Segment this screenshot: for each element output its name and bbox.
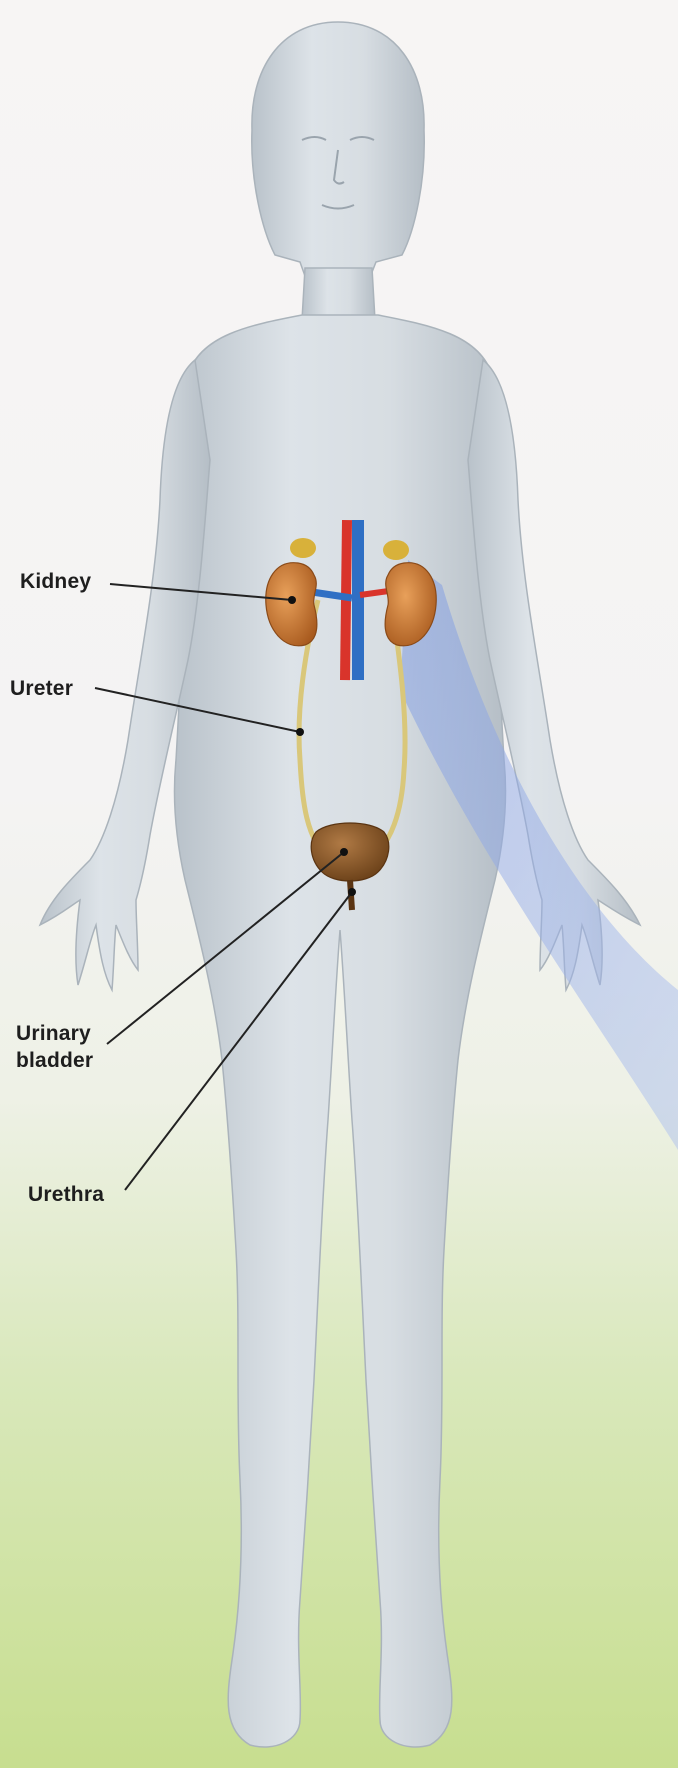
- left-adrenal-gland: [290, 538, 316, 558]
- torso-and-legs: [173, 314, 507, 1748]
- kidney-leader-line: [109, 583, 293, 601]
- highlight-beam: [400, 560, 678, 1150]
- urethra-label: Urethra: [28, 1183, 105, 1206]
- urinary-system: [265, 519, 437, 911]
- urinary-bladder-label-line2: bladder: [16, 1049, 94, 1072]
- urinary-bladder-leader-dot: [340, 848, 348, 856]
- face-features: [301, 136, 375, 210]
- kidney-label: Kidney: [20, 570, 92, 593]
- urinary-bladder-label-line1: Urinary: [16, 1022, 91, 1045]
- renal-vessels-left: [311, 588, 353, 602]
- urinary-bladder-label: Urinary bladder: [16, 1020, 126, 1074]
- left-arm: [38, 358, 211, 993]
- neck: [301, 267, 376, 321]
- ureter-leader-dot: [296, 728, 304, 736]
- ureter-label: Ureter: [10, 677, 74, 700]
- right-adrenal-gland: [383, 540, 409, 560]
- right-kidney: [384, 562, 437, 647]
- leader-endpoints: [288, 596, 356, 896]
- urethra-leader-line: [124, 891, 353, 1191]
- urethra-leader-dot: [348, 888, 356, 896]
- leader-lines: [94, 583, 353, 1191]
- urinary-bladder: [310, 822, 390, 882]
- urinary-bladder-leader-line: [106, 851, 345, 1045]
- ureter-leader-line: [94, 687, 301, 733]
- left-kidney: [265, 562, 318, 647]
- kidney-leader-dot: [288, 596, 296, 604]
